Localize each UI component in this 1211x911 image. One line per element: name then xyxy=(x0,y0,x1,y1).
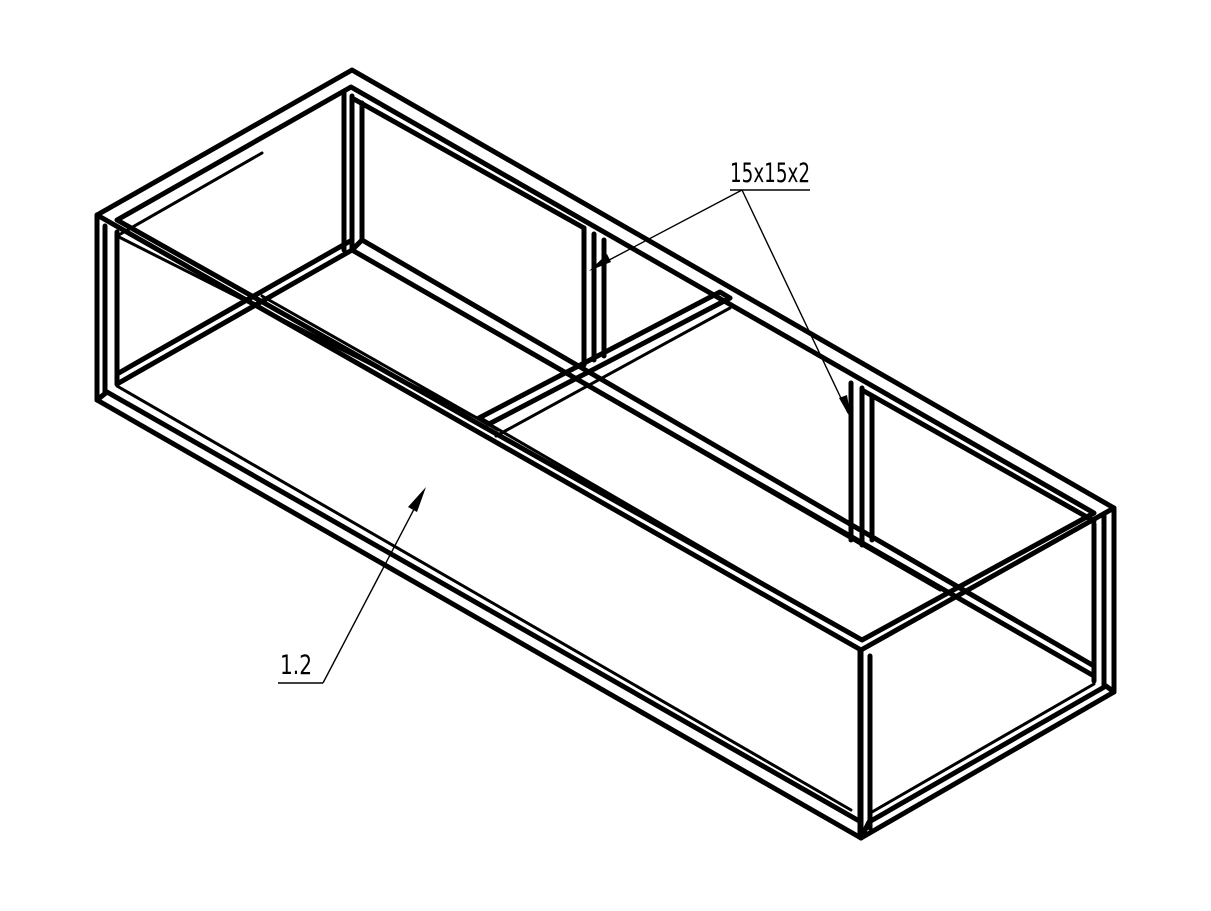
front-bottom-rail-inner xyxy=(115,384,853,812)
top-rim-inner xyxy=(114,84,1097,643)
back-top-rail-a xyxy=(349,95,587,231)
post-left xyxy=(94,212,120,403)
top-long-inner-rail-front xyxy=(487,422,863,642)
top-long-inner-rail xyxy=(115,234,491,426)
part-number-callout: 1.2 xyxy=(278,487,426,684)
part-number-label: 1.2 xyxy=(280,650,312,681)
profile-size-leader-left xyxy=(593,189,743,269)
left-bottom-rail xyxy=(114,237,355,387)
profile-size-callout: 15x15x2 xyxy=(589,158,851,419)
rectangular-tube-frame xyxy=(94,67,1117,841)
profile-size-arrow-right xyxy=(839,395,851,419)
back-top-rail-b xyxy=(859,387,1097,524)
profile-size-label: 15x15x2 xyxy=(730,158,810,189)
left-top-inner-rail xyxy=(115,151,264,238)
floor-rails xyxy=(115,234,942,642)
floor-rail-right-diag xyxy=(592,388,942,592)
left-bottom-rail-outer xyxy=(114,237,355,387)
back-bottom-rail xyxy=(349,237,1097,679)
middle-cross-rail-bottom xyxy=(494,306,732,438)
post-mid-right xyxy=(848,380,875,548)
right-bottom-rail xyxy=(858,682,1117,841)
right-bottom-rail-outer xyxy=(858,683,1117,841)
left-top-inner-rail-line xyxy=(115,151,264,238)
profile-size-arrow-left xyxy=(589,254,611,271)
post-right xyxy=(1091,505,1117,695)
part-number-arrow xyxy=(408,487,426,512)
vertical-posts xyxy=(94,89,1117,841)
front-bottom-rail-outer xyxy=(94,389,864,841)
top-rim xyxy=(94,67,1117,653)
post-front xyxy=(857,647,873,841)
post-back xyxy=(341,89,365,253)
front-bottom-rail xyxy=(94,384,864,841)
part-number-leader xyxy=(322,491,424,684)
back-bottom-rail-outer xyxy=(349,237,1097,679)
right-bottom-rail-inner xyxy=(870,682,1096,814)
profile-size-leader-right xyxy=(741,189,849,414)
back-top-rail xyxy=(349,95,1097,524)
post-mid-back xyxy=(581,225,607,368)
top-rim-outer xyxy=(94,67,1117,653)
